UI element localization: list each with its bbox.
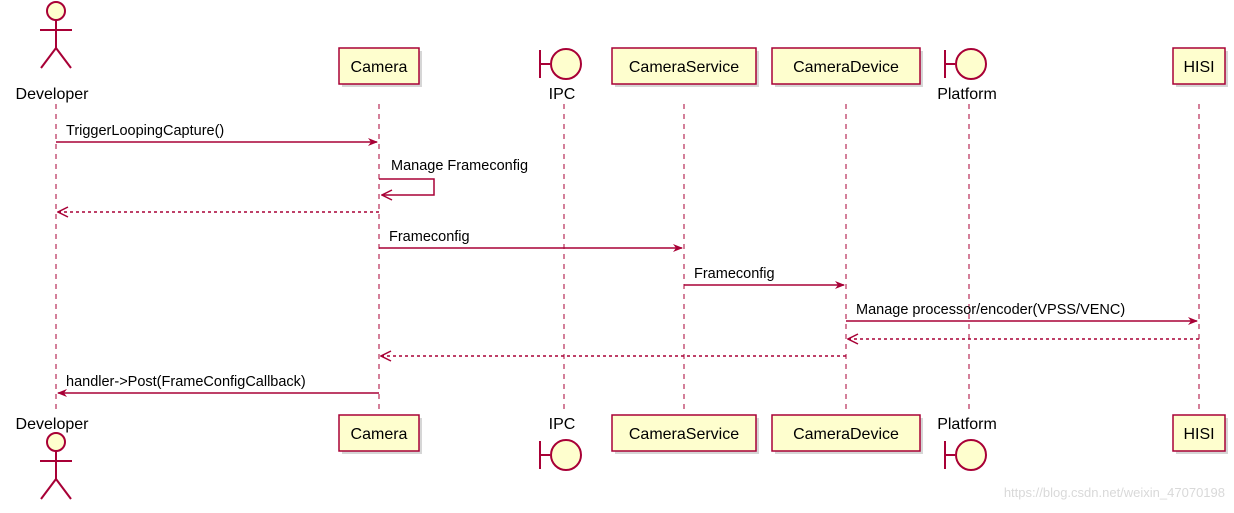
participant-label-cameraservice-bottom: CameraService	[629, 426, 739, 443]
message-label-9: handler->Post(FrameConfigCallback)	[66, 374, 306, 390]
participant-label-platform-bottom: Platform	[937, 416, 997, 433]
participant-label-hisi-top: HISI	[1183, 59, 1214, 76]
participant-label-cameraservice-top: CameraService	[629, 59, 739, 76]
participant-box-hisi-top	[1172, 47, 1226, 85]
message-label-4: Frameconfig	[389, 229, 470, 245]
participant-label-ipc-bottom: IPC	[549, 416, 576, 433]
message-2: Manage Frameconfig	[379, 158, 528, 195]
message-5: Frameconfig	[684, 266, 845, 289]
participant-box-cameraservice-top	[611, 47, 757, 85]
participant-label-developer-top: Developer	[16, 86, 90, 103]
participant-label-cameradevice-bottom: CameraDevice	[793, 426, 899, 443]
participant-label-hisi-bottom: HISI	[1183, 426, 1214, 443]
message-label-2: Manage Frameconfig	[391, 158, 528, 174]
actor-figure-developer-bottom	[40, 432, 72, 500]
actor-figure-developer-top	[40, 1, 72, 69]
message-1: TriggerLoopingCapture()	[56, 123, 378, 146]
boundary-icon-platform-bottom	[944, 439, 987, 471]
message-4: Frameconfig	[379, 229, 683, 252]
participant-label-camera-top: Camera	[351, 59, 408, 76]
boundary-icon-ipc-bottom	[539, 439, 582, 471]
message-9: handler->Post(FrameConfigCallback)	[57, 374, 379, 397]
participant-box-camera-top	[338, 47, 420, 85]
watermark: https://blog.csdn.net/weixin_47070198	[1004, 485, 1225, 500]
lifelines	[55, 104, 1200, 410]
participant-label-camera-bottom: Camera	[351, 426, 408, 443]
messages: TriggerLoopingCapture() Manage Frameconfi…	[56, 123, 1199, 397]
message-label-5: Frameconfig	[694, 266, 775, 282]
message-arrow-2	[379, 178, 435, 195]
boundary-icon-ipc-top	[539, 48, 582, 80]
participant-box-hisi-bottom	[1172, 414, 1226, 452]
participant-box-cameradevice-bottom	[771, 414, 921, 452]
participant-label-ipc-top: IPC	[549, 86, 576, 103]
message-label-1: TriggerLoopingCapture()	[66, 123, 224, 139]
boundary-icon-platform-top	[944, 48, 987, 80]
participant-label-developer-bottom: Developer	[16, 416, 90, 433]
participant-label-cameradevice-top: CameraDevice	[793, 59, 899, 76]
participant-box-cameradevice-top	[771, 47, 921, 85]
participant-box-camera-bottom	[338, 414, 420, 452]
participant-label-platform-top: Platform	[937, 86, 997, 103]
message-label-6: Manage processor/encoder(VPSS/VENC)	[856, 302, 1125, 318]
message-6: Manage processor/encoder(VPSS/VENC)	[846, 302, 1198, 325]
participant-box-cameraservice-bottom	[611, 414, 757, 452]
